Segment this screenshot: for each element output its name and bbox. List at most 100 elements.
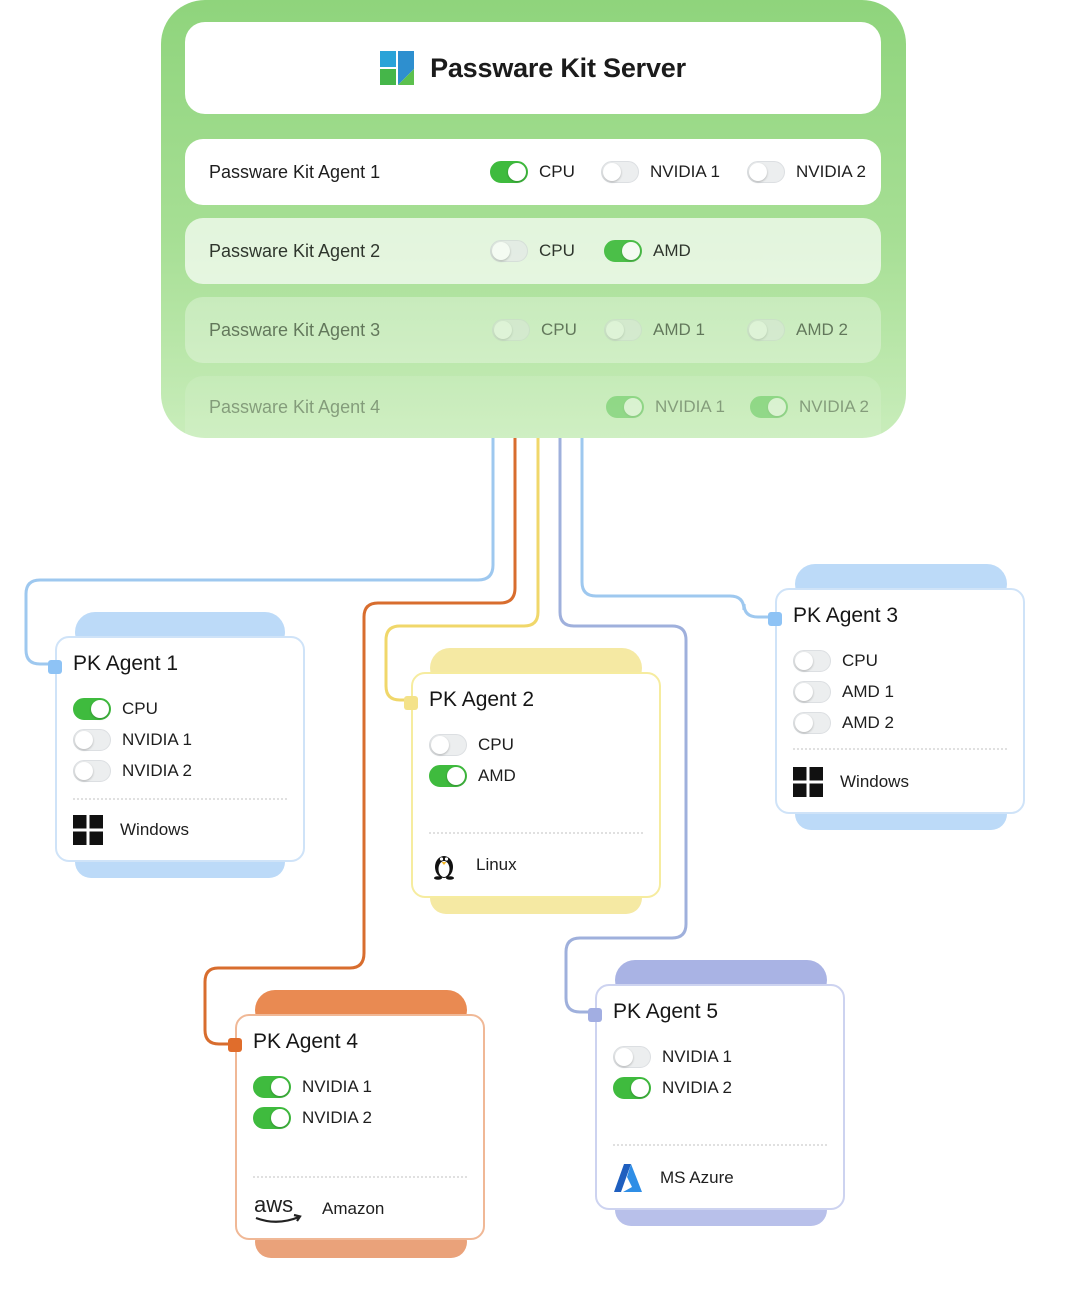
- server-agent-row-4: Passware Kit Agent 4 NVIDIA 1 NVIDIA 2: [185, 376, 881, 438]
- server-resource: CPU: [490, 240, 575, 262]
- resource-toggle[interactable]: [429, 765, 467, 787]
- azure-logo-icon: [614, 1164, 642, 1192]
- resource-list: NVIDIA 1 NVIDIA 2: [613, 1046, 732, 1099]
- resource-item: NVIDIA 1: [253, 1076, 372, 1098]
- platform-label: Windows: [840, 772, 909, 791]
- resource-toggle[interactable]: [490, 161, 528, 183]
- resource-toggle[interactable]: [73, 698, 111, 720]
- resource-item: AMD: [429, 765, 516, 787]
- platform-label: Linux: [476, 855, 517, 874]
- resource-item: NVIDIA 2: [253, 1107, 372, 1129]
- divider: [73, 798, 287, 800]
- server-resource: CPU: [490, 161, 575, 183]
- resource-toggle[interactable]: [604, 319, 642, 341]
- platform: MS Azure: [613, 1163, 734, 1193]
- svg-text:aws: aws: [254, 1192, 293, 1217]
- divider: [613, 1144, 827, 1146]
- divider: [253, 1176, 467, 1178]
- windows-icon: [793, 767, 823, 797]
- agent-card-1[interactable]: PK Agent 1 CPU NVIDIA 1 NVIDIA 2 Windows: [48, 636, 305, 862]
- server-title: Passware Kit Server: [430, 52, 686, 83]
- agent-card-4[interactable]: PK Agent 4 NVIDIA 1 NVIDIA 2 aws Amazon: [228, 1014, 485, 1240]
- resource-item: NVIDIA 1: [613, 1046, 732, 1068]
- resource-toggle[interactable]: [613, 1077, 651, 1099]
- agent-title: PK Agent 3: [793, 604, 899, 627]
- resource-toggle[interactable]: [606, 396, 644, 418]
- resource-toggle[interactable]: [793, 712, 831, 734]
- divider: [429, 832, 643, 834]
- resource-item: CPU: [429, 734, 516, 756]
- platform-label: MS Azure: [660, 1168, 734, 1187]
- resource-item: AMD 1: [793, 681, 894, 703]
- connection-line-agent-2: [384, 438, 540, 702]
- server-resource: CPU: [492, 319, 577, 341]
- platform: Windows: [793, 767, 909, 797]
- passware-logo-icon: [380, 51, 415, 85]
- resource-toggle[interactable]: [253, 1107, 291, 1129]
- server-resource: AMD: [604, 240, 691, 262]
- connection-line-agent-3: [580, 438, 776, 619]
- platform-label: Amazon: [322, 1199, 385, 1218]
- platform: aws Amazon: [253, 1192, 384, 1226]
- platform: Windows: [73, 815, 189, 845]
- server-agent-name: Passware Kit Agent 3: [209, 319, 381, 340]
- aws-logo-icon: aws: [254, 1192, 302, 1223]
- resource-list: NVIDIA 1 NVIDIA 2: [253, 1076, 372, 1129]
- connection-line-agent-4: [203, 438, 517, 1046]
- server-resource: AMD 1: [604, 319, 705, 341]
- resource-toggle[interactable]: [747, 319, 785, 341]
- server-resource: NVIDIA 1: [601, 161, 720, 183]
- server-resource: AMD 2: [747, 319, 848, 341]
- resource-toggle[interactable]: [793, 681, 831, 703]
- resource-item: NVIDIA 1: [73, 729, 192, 751]
- resource-list: CPU AMD: [429, 734, 516, 787]
- server-agent-name: Passware Kit Agent 4: [209, 396, 381, 417]
- platform: Linux: [429, 850, 517, 880]
- resource-toggle[interactable]: [73, 729, 111, 751]
- agent-title: PK Agent 5: [613, 1000, 719, 1023]
- resource-toggle[interactable]: [747, 161, 785, 183]
- agent-title: PK Agent 2: [429, 688, 535, 711]
- resource-list: CPU NVIDIA 1 NVIDIA 2: [73, 698, 192, 782]
- agent-title: PK Agent 1: [73, 652, 179, 675]
- connector-marker: [48, 660, 62, 674]
- connector-marker: [588, 1008, 602, 1022]
- server-panel: Passware Kit Server Passware Kit Agent 1…: [161, 0, 906, 438]
- resource-item: NVIDIA 2: [73, 760, 192, 782]
- resource-toggle[interactable]: [601, 161, 639, 183]
- resource-list: CPU AMD 1 AMD 2: [793, 650, 894, 734]
- server-agent-name: Passware Kit Agent 2: [209, 240, 381, 261]
- server-agent-row-3: Passware Kit Agent 3 CPU AMD 1 AMD 2: [185, 297, 881, 363]
- server-agent-name: Passware Kit Agent 1: [209, 161, 381, 182]
- connector-marker: [768, 612, 782, 626]
- divider: [793, 748, 1007, 750]
- connector-marker: [404, 696, 418, 710]
- agent-title: PK Agent 4: [253, 1030, 359, 1053]
- windows-icon: [73, 815, 103, 845]
- resource-toggle[interactable]: [73, 760, 111, 782]
- server-resource: NVIDIA 1: [606, 396, 725, 418]
- connection-line-agent-5: [558, 438, 688, 1014]
- resource-item: CPU: [793, 650, 894, 672]
- server-header: Passware Kit Server: [185, 22, 881, 114]
- resource-item: CPU: [73, 698, 192, 720]
- resource-toggle[interactable]: [429, 734, 467, 756]
- server-agent-row-2: Passware Kit Agent 2 CPU AMD: [185, 218, 881, 284]
- resource-toggle[interactable]: [750, 396, 788, 418]
- platform-label: Windows: [120, 820, 189, 839]
- resource-toggle[interactable]: [604, 240, 642, 262]
- resource-item: AMD 2: [793, 712, 894, 734]
- resource-toggle[interactable]: [613, 1046, 651, 1068]
- resource-toggle[interactable]: [492, 319, 530, 341]
- server-agent-row-1: Passware Kit Agent 1 CPU NVIDIA 1 NVIDIA…: [185, 139, 881, 205]
- connection-line-agent-1: [24, 438, 495, 666]
- resource-toggle[interactable]: [793, 650, 831, 672]
- resource-toggle[interactable]: [490, 240, 528, 262]
- agent-card-5[interactable]: PK Agent 5 NVIDIA 1 NVIDIA 2 MS Azure: [588, 984, 845, 1210]
- agent-card-3[interactable]: PK Agent 3 CPU AMD 1 AMD 2 Windows: [768, 588, 1025, 814]
- server-resource: NVIDIA 2: [747, 161, 866, 183]
- agent-card-2[interactable]: PK Agent 2 CPU AMD Linux: [404, 672, 661, 898]
- resource-toggle[interactable]: [253, 1076, 291, 1098]
- server-resource: NVIDIA 2: [750, 396, 869, 418]
